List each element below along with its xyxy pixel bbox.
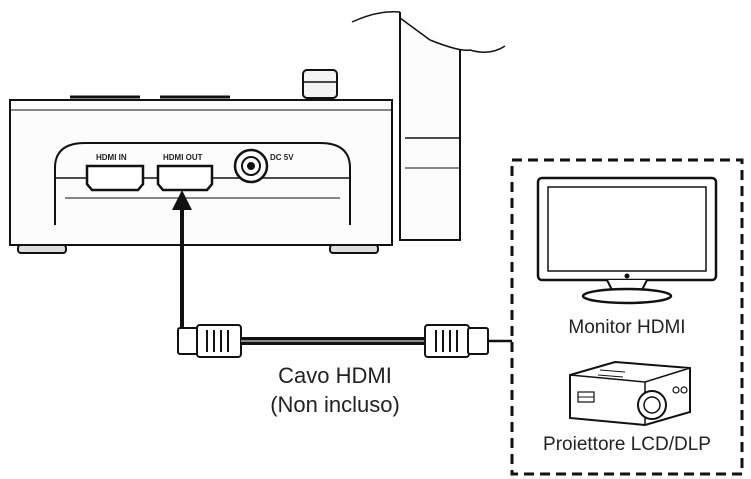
hdmi-in-port <box>85 164 145 192</box>
left-plug-tip <box>177 327 199 355</box>
camera-foot-right <box>329 244 379 254</box>
camera-knob <box>302 69 338 99</box>
connection-arrow <box>172 190 192 327</box>
monitor-label: Monitor HDMI <box>568 317 685 338</box>
projector-label: Proiettore LCD/DLP <box>543 434 711 455</box>
cable-name: Cavo HDMI <box>278 363 392 388</box>
hdmi-out-label: HDMI OUT <box>163 153 203 162</box>
document-camera <box>9 10 506 254</box>
projector-illustration <box>569 360 691 427</box>
monitor-illustration <box>536 176 718 305</box>
monitor-stand <box>581 287 673 305</box>
right-plug-body <box>424 324 470 358</box>
right-plug-tip <box>467 327 489 355</box>
port-panel <box>54 142 351 225</box>
camera-foot-left <box>17 244 67 254</box>
left-plug-body <box>196 324 242 358</box>
hdmi-out-port <box>156 164 214 192</box>
cable-note: (Non incluso) <box>270 392 400 417</box>
dc-label: DC 5V <box>270 153 294 162</box>
camera-arm <box>399 12 461 241</box>
output-devices-box <box>510 158 744 476</box>
monitor-screen <box>547 186 707 272</box>
hdmi-in-label: HDMI IN <box>96 153 127 162</box>
hdmi-cable <box>177 324 512 358</box>
